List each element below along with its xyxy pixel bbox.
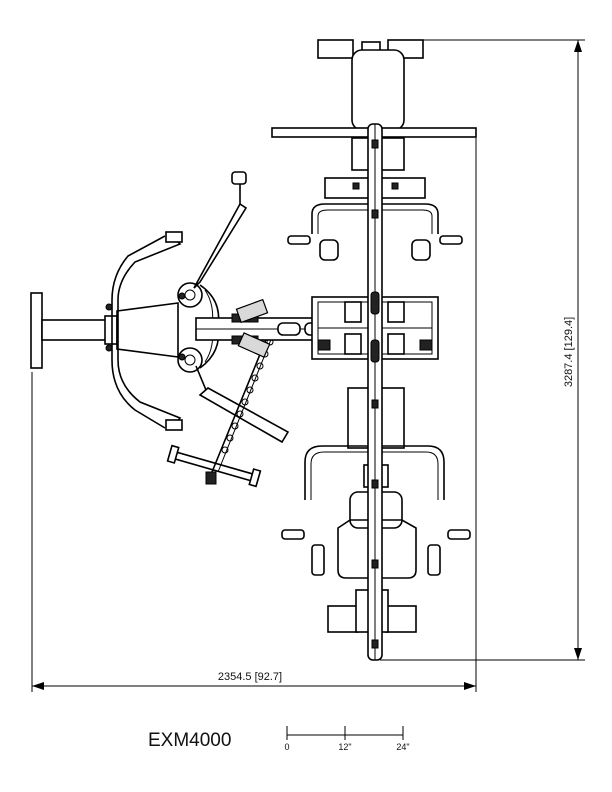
upper-bracket-bolt-left <box>352 182 360 190</box>
main-frame <box>271 39 477 661</box>
stack-clamp-left <box>317 339 331 351</box>
bottom-pad-right <box>385 605 417 633</box>
pivot-hub-bottom-core <box>184 354 196 366</box>
rail-marker-4 <box>371 479 379 489</box>
knob-hub-bottom <box>178 353 186 361</box>
scale-bar: 0 12" 24" <box>284 726 410 752</box>
width-dimension-label: 2354.5 [92.7] <box>218 671 282 683</box>
width-arrow-left <box>32 682 44 690</box>
stack-plate-d <box>387 333 405 355</box>
height-dimension-label: 3287.4 [129.4] <box>563 317 575 387</box>
upper-arm-grip <box>231 171 247 185</box>
lower-arm <box>198 387 290 444</box>
upper-foot-right <box>411 239 431 261</box>
press-station <box>30 171 328 488</box>
lower-grip-left <box>281 529 305 540</box>
rail-marker-2 <box>371 209 379 219</box>
upper-bracket-bolt-right <box>391 182 399 190</box>
pivot-hub-top <box>177 282 203 308</box>
rail-marker-3 <box>371 399 379 409</box>
knob-left-top <box>105 303 113 311</box>
bottom-pad-left <box>327 605 359 633</box>
connector-slot-a <box>277 322 301 336</box>
height-arrow-top <box>574 40 582 52</box>
handle-bar-end-right <box>248 468 262 488</box>
lower-grip-right <box>447 529 471 540</box>
handle-bar-clip <box>205 471 217 485</box>
chain-links <box>221 338 274 454</box>
pulley-upper <box>235 298 269 324</box>
beam-bracket <box>104 315 118 345</box>
stack-plate-a <box>344 301 362 323</box>
stack-clamp-right <box>419 339 433 351</box>
model-name: EXM4000 <box>148 730 231 751</box>
base-plate <box>30 292 43 369</box>
rail-slot-bottom <box>370 339 380 363</box>
frame-cap-top <box>165 231 183 243</box>
width-dimension: 2354.5 [92.7] <box>31 138 477 692</box>
top-foot-pad-left <box>317 39 354 59</box>
lower-foot-left <box>311 544 325 576</box>
press-seat <box>116 302 179 358</box>
pulley-lower <box>237 332 271 358</box>
upper-grip-left <box>287 235 311 245</box>
knob-left-bottom <box>105 344 113 352</box>
scale-label-24: 24" <box>396 742 409 752</box>
scale-label-0: 0 <box>284 742 289 752</box>
press-frame-outline <box>111 235 166 429</box>
height-arrow-bottom <box>574 648 582 660</box>
rail-marker-5 <box>371 559 379 569</box>
rail-slot-top <box>370 291 380 315</box>
rail-marker-6 <box>371 639 379 649</box>
lower-seat-frame <box>337 519 417 579</box>
scale-label-12: 12" <box>338 742 351 752</box>
lower-arm-link <box>195 365 207 391</box>
stack-plate-b <box>387 301 405 323</box>
base-beam <box>41 319 115 341</box>
upper-grip-right <box>439 235 463 245</box>
lower-foot-right <box>427 544 441 576</box>
height-dimension: 3287.4 [129.4] <box>380 39 585 661</box>
top-seat-pad <box>351 49 405 131</box>
rail-marker-1 <box>371 139 379 149</box>
width-arrow-right <box>464 682 476 690</box>
stack-plate-c <box>344 333 362 355</box>
frame-cap-bottom <box>165 419 183 431</box>
press-frame-left <box>117 235 182 429</box>
handle-bar-end-left <box>166 444 180 464</box>
knob-hub-top <box>178 292 186 300</box>
upper-arm <box>193 202 248 289</box>
upper-foot-left <box>319 239 339 261</box>
